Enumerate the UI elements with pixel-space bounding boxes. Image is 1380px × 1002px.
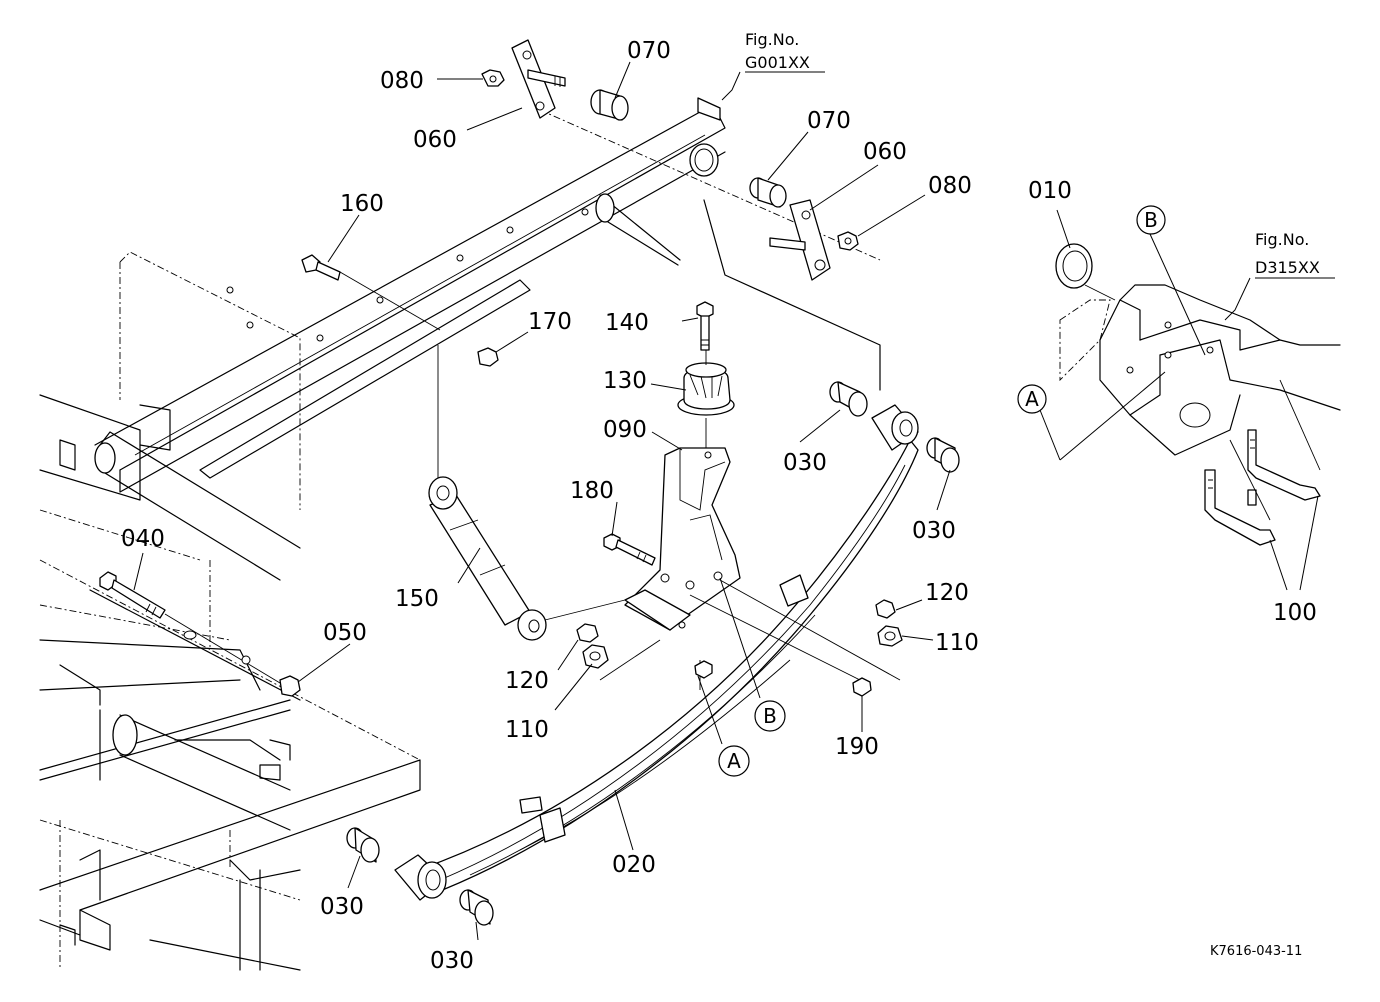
shock-absorber [99, 254, 547, 697]
marker-a: A [727, 749, 741, 773]
part-callouts: 080 060 070 070 060 080 160 170 140 130 … [121, 38, 1317, 974]
callout-030: 030 [783, 450, 827, 476]
leaf-spring [394, 404, 919, 901]
fig-ref-label: Fig.No. [745, 30, 799, 49]
callout-180: 180 [570, 478, 614, 504]
reference-markers: B A A B [718, 205, 1166, 777]
vehicle-frame [39, 111, 726, 971]
marker-b: B [763, 704, 777, 728]
callout-120: 120 [925, 580, 969, 606]
callout-120: 120 [505, 668, 549, 694]
callout-110: 110 [505, 717, 549, 743]
callout-070: 070 [627, 38, 671, 64]
bushings [346, 381, 960, 926]
marker-a-circle [1017, 384, 1047, 414]
callout-050: 050 [323, 620, 367, 646]
marker-b-circle [1136, 205, 1166, 235]
callout-080: 080 [380, 68, 424, 94]
callout-060: 060 [863, 139, 907, 165]
callout-060: 060 [413, 127, 457, 153]
callout-170: 170 [528, 309, 572, 335]
marker-a-circle [718, 745, 750, 777]
callout-070: 070 [807, 108, 851, 134]
callout-030: 030 [320, 894, 364, 920]
marker-b: B [1144, 208, 1158, 232]
fig-ref-code: D315XX [1255, 258, 1320, 277]
callout-080: 080 [928, 173, 972, 199]
callout-150: 150 [395, 586, 439, 612]
callout-130: 130 [603, 368, 647, 394]
drawing-number: K7616-043-11 [1210, 944, 1302, 959]
callout-010: 010 [1028, 178, 1072, 204]
callout-100: 100 [1273, 600, 1317, 626]
leader-lines [133, 61, 1335, 941]
figure-reference-g001: Fig.No. G001XX [745, 30, 810, 72]
marker-a: A [1025, 387, 1039, 411]
pivot-assembly [481, 39, 881, 391]
marker-b-circle [754, 700, 786, 732]
callout-090: 090 [603, 417, 647, 443]
axle-detail [1055, 243, 1341, 546]
callout-190: 190 [835, 734, 879, 760]
callout-110: 110 [935, 630, 979, 656]
callout-040: 040 [121, 526, 165, 552]
callout-140: 140 [605, 310, 649, 336]
callout-030: 030 [912, 518, 956, 544]
callout-030: 030 [430, 948, 474, 974]
spring-bracket [544, 301, 903, 697]
fig-ref-label: Fig.No. [1255, 230, 1309, 249]
figure-reference-d315: Fig.No. D315XX [1255, 230, 1320, 277]
callout-020: 020 [612, 852, 656, 878]
fig-ref-code: G001XX [745, 53, 810, 72]
callout-160: 160 [340, 191, 384, 217]
